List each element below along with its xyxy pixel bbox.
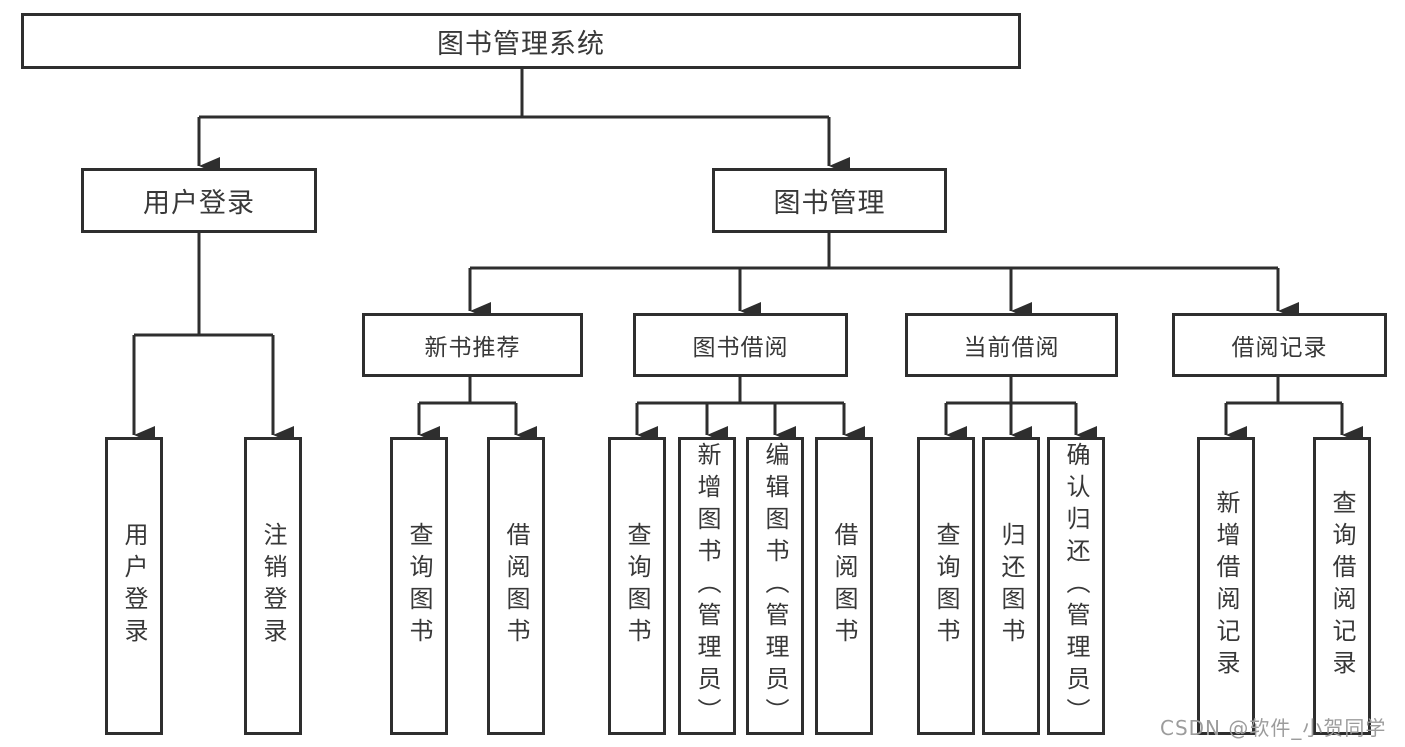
leaf-borrow-query-books: 查询图书 xyxy=(608,437,666,735)
leaf-user-login: 用户登录 xyxy=(105,437,163,735)
leaf-records-add-record: 新增借阅记录 xyxy=(1197,437,1255,735)
node-borrow-records: 借阅记录 xyxy=(1172,313,1387,377)
node-book-borrow: 图书借阅 xyxy=(633,313,848,377)
leaf-current-query-books: 查询图书 xyxy=(917,437,975,735)
leaf-borrow-edit-books-admin: 编辑图书（管理员） xyxy=(746,437,804,735)
node-book-management: 图书管理 xyxy=(712,168,947,233)
leaf-recommend-query-books: 查询图书 xyxy=(390,437,448,735)
node-new-book-recommend: 新书推荐 xyxy=(362,313,583,377)
leaf-logout: 注销登录 xyxy=(244,437,302,735)
leaf-recommend-borrow-books: 借阅图书 xyxy=(487,437,545,735)
leaf-current-return-books: 归还图书 xyxy=(982,437,1040,735)
leaf-current-confirm-return-admin: 确认归还（管理员） xyxy=(1047,437,1105,735)
node-user-login: 用户登录 xyxy=(81,168,317,233)
leaf-borrow-add-books-admin: 新增图书（管理员） xyxy=(678,437,736,735)
leaf-borrow-borrow-books: 借阅图书 xyxy=(815,437,873,735)
watermark-text: CSDN @软件_小贺同学 xyxy=(1160,716,1387,740)
leaf-records-query-record: 查询借阅记录 xyxy=(1313,437,1371,735)
node-library-system: 图书管理系统 xyxy=(21,13,1021,69)
node-current-borrow: 当前借阅 xyxy=(905,313,1118,377)
